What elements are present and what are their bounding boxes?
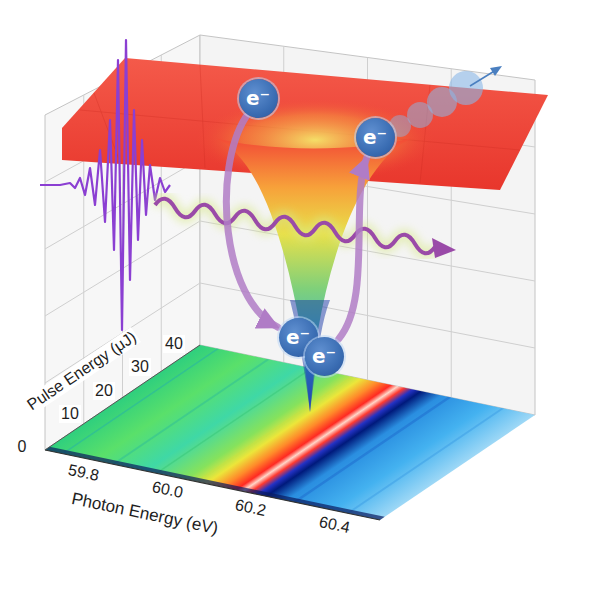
tick-label: 0 (16, 438, 29, 456)
photon-wave (155, 199, 435, 254)
axis-title: Photon Energy (eV) (68, 489, 222, 539)
tick-label: 10 (59, 405, 81, 423)
heatmap-floor (45, 345, 535, 520)
tick-label: 60.2 (232, 496, 270, 520)
tick-label: 59.8 (65, 461, 103, 485)
photon-glow (155, 199, 435, 254)
transition-arrow (339, 158, 367, 339)
transition-arrow (226, 117, 277, 327)
tick-label: 60.4 (316, 513, 354, 537)
electron-circle: e⁻ (356, 118, 395, 157)
heatmap-streak (293, 397, 451, 503)
electron-circle: e⁻ (239, 79, 278, 118)
laser-pulse (40, 40, 170, 330)
tick-label: 20 (93, 382, 115, 400)
tick-label: 60.0 (149, 478, 187, 502)
electron-label: e⁻ (246, 88, 270, 108)
tick-label: 30 (129, 358, 151, 376)
trail-arrowhead (490, 66, 502, 76)
potential-well (215, 138, 412, 412)
electron-label: e⁻ (286, 327, 310, 347)
heatmap-streak (196, 377, 354, 483)
trail-arrow (470, 70, 496, 86)
trail-circle (449, 71, 483, 105)
electron-circle: e⁻ (305, 337, 344, 376)
axis-line (45, 345, 200, 450)
electron-label: e⁻ (312, 346, 336, 366)
electron-trail (389, 66, 502, 137)
heatmap (45, 345, 535, 520)
heatmap-streak (347, 408, 505, 514)
electron-label: e⁻ (363, 127, 387, 147)
tick-label: 40 (163, 335, 185, 353)
photon-arrowhead (432, 238, 456, 258)
grid-line (200, 283, 535, 348)
